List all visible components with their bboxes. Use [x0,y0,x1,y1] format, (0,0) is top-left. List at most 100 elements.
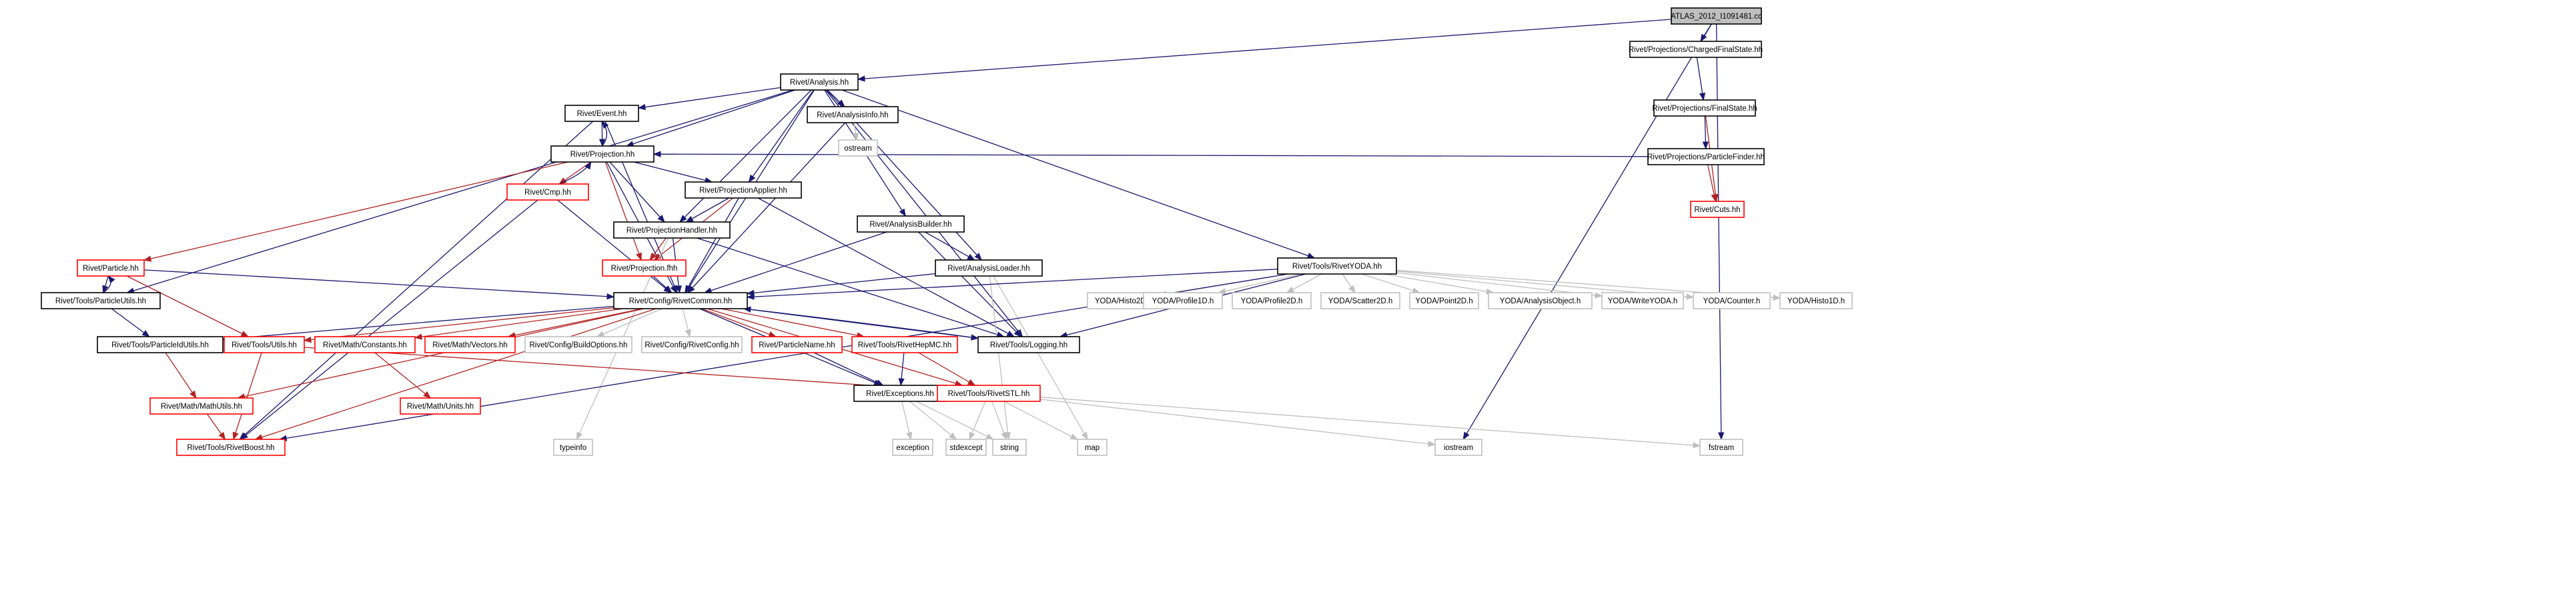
edge-ana-to-ainfo [827,89,845,107]
node-label: iostream [1444,444,1473,452]
node-iostream: iostream [1434,439,1482,456]
edge-cmp-to-proj [559,161,592,185]
node-label: Rivet/Cuts.hh [1694,206,1740,214]
node-fhh[interactable]: Rivet/Projection.fhh [602,259,687,277]
edge-part-to-utils [126,275,250,337]
node-abuild[interactable]: Rivet/AnalysisBuilder.hh [857,215,965,233]
node-hepmc[interactable]: Rivet/Tools/RivetHepMC.hh [851,336,958,353]
edge-root-to-iostream [1462,23,1712,441]
edge-putils-to-part [103,275,115,293]
node-label: exception [896,444,929,452]
edge-utils-to-stl [304,347,939,393]
node-pf[interactable]: Rivet/Projections/ParticleFinder.hh [1647,148,1765,165]
node-cmp[interactable]: Rivet/Cmp.hh [506,183,589,201]
node-munits[interactable]: Rivet/Math/Units.hh [400,397,481,415]
node-mconst[interactable]: Rivet/Math/Constants.hh [314,336,416,353]
node-pname[interactable]: Rivet/ParticleName.hh [751,336,843,353]
node-label: Rivet/Cmp.hh [524,189,571,197]
node-papp[interactable]: Rivet/ProjectionApplier.hh [685,181,802,199]
edge-ryoda-to-s2d [1342,273,1356,293]
node-label: Rivet/ProjectionHandler.hh [626,227,717,235]
node-ryoda[interactable]: Rivet/Tools/RivetYODA.hh [1277,257,1397,275]
node-box [807,106,899,123]
node-ana[interactable]: Rivet/Analysis.hh [780,73,859,91]
node-label: Rivet/Analysis.hh [790,79,849,87]
node-box [1409,292,1479,309]
node-box [506,183,589,201]
node-label: YODA/Profile1D.h [1152,297,1214,305]
node-utils[interactable]: Rivet/Tools/Utils.hh [224,336,305,353]
node-ainfo[interactable]: Rivet/AnalysisInfo.hh [807,106,899,123]
node-root[interactable]: ATLAS_2012_I1091481.cc [1671,7,1762,25]
node-box [77,259,145,277]
node-common[interactable]: Rivet/Config/RivetCommon.hh [613,292,748,309]
node-box [613,221,731,239]
node-box [780,73,859,91]
edge-stl-to-iostream [1039,399,1436,447]
edge-mutils-to-boost [206,413,226,440]
edge-putils-to-pidu [111,308,150,337]
node-label: Rivet/Projections/ParticleFinder.hh [1647,153,1765,161]
edge-ana-to-phand [679,89,812,223]
edge-abuild-to-common [703,231,887,294]
node-box [1693,292,1771,309]
node-box [992,439,1027,456]
node-label: Rivet/Exceptions.hh [866,390,934,398]
node-mvec[interactable]: Rivet/Math/Vectors.hh [424,336,516,353]
node-fstream: fstream [1699,439,1743,456]
node-label: string [1000,444,1019,452]
edge-common-to-pidu [222,305,614,342]
node-aobj: YODA/AnalysisObject.h [1488,292,1593,309]
edge-phand-to-fhh [649,237,667,261]
node-stl[interactable]: Rivet/Tools/RivetSTL.hh [937,385,1041,402]
edge-pidu-to-mutils [165,352,197,399]
node-part[interactable]: Rivet/Particle.hh [77,259,145,277]
node-label: Rivet/Tools/ParticleIdUtils.hh [111,341,209,349]
edge-common-to-pname [701,308,777,337]
node-putils[interactable]: Rivet/Tools/ParticleUtils.hh [41,292,161,309]
node-h1d: YODA/Histo1D.h [1779,292,1853,309]
node-box [564,105,639,122]
node-label: Rivet/Tools/RivetBoost.hh [187,444,274,452]
node-exc[interactable]: Rivet/Exceptions.hh [853,385,947,402]
node-box [553,439,593,456]
edge-stl-to-stdexcept [969,401,986,441]
edge-common-to-crc [682,308,691,338]
node-boost[interactable]: Rivet/Tools/RivetBoost.hh [176,439,286,456]
node-phand[interactable]: Rivet/ProjectionHandler.hh [613,221,731,239]
node-box [1488,292,1593,309]
node-label: Rivet/Tools/Logging.hh [990,341,1067,349]
node-box [851,336,958,353]
edge-event-to-boost [239,121,594,440]
node-label: YODA/Scatter2D.h [1328,297,1393,305]
node-aload[interactable]: Rivet/AnalysisLoader.hh [935,259,1043,277]
node-box [613,292,748,309]
node-box [602,259,687,277]
node-pidu[interactable]: Rivet/Tools/ParticleIdUtils.hh [97,336,224,353]
edge-abuild-to-log [918,231,1022,337]
edge-common-to-mutils [237,308,645,400]
node-box [176,439,286,456]
edge-part-to-common [143,269,615,300]
node-mutils[interactable]: Rivet/Math/MathUtils.hh [149,397,254,415]
node-label: Rivet/Tools/ParticleUtils.hh [55,297,146,305]
node-box [1077,439,1108,456]
node-log[interactable]: Rivet/Tools/Logging.hh [977,336,1080,353]
edge-ana-to-ryoda [841,89,1316,259]
edge-ryoda-to-pt2d [1361,273,1420,294]
node-label: Rivet/Tools/Utils.hh [232,341,297,349]
node-event[interactable]: Rivet/Event.hh [564,105,639,122]
node-fs[interactable]: Rivet/Projections/FinalState.hh [1652,99,1757,117]
node-cuts[interactable]: Rivet/Cuts.hh [1690,201,1745,218]
node-box [1232,292,1312,309]
edge-proj-to-fhh [604,161,642,261]
node-box [550,145,655,163]
node-stdexcept: stdexcept [945,439,987,456]
node-box [751,336,843,353]
node-proj[interactable]: Rivet/Projection.hh [550,145,655,163]
edges-layer [102,19,1781,449]
edge-common-to-boost [254,308,657,441]
edge-hepmc-to-stl [918,352,976,386]
node-cfs[interactable]: Rivet/Projections/ChargedFinalState.hh [1629,41,1763,58]
node-box [1277,257,1397,275]
